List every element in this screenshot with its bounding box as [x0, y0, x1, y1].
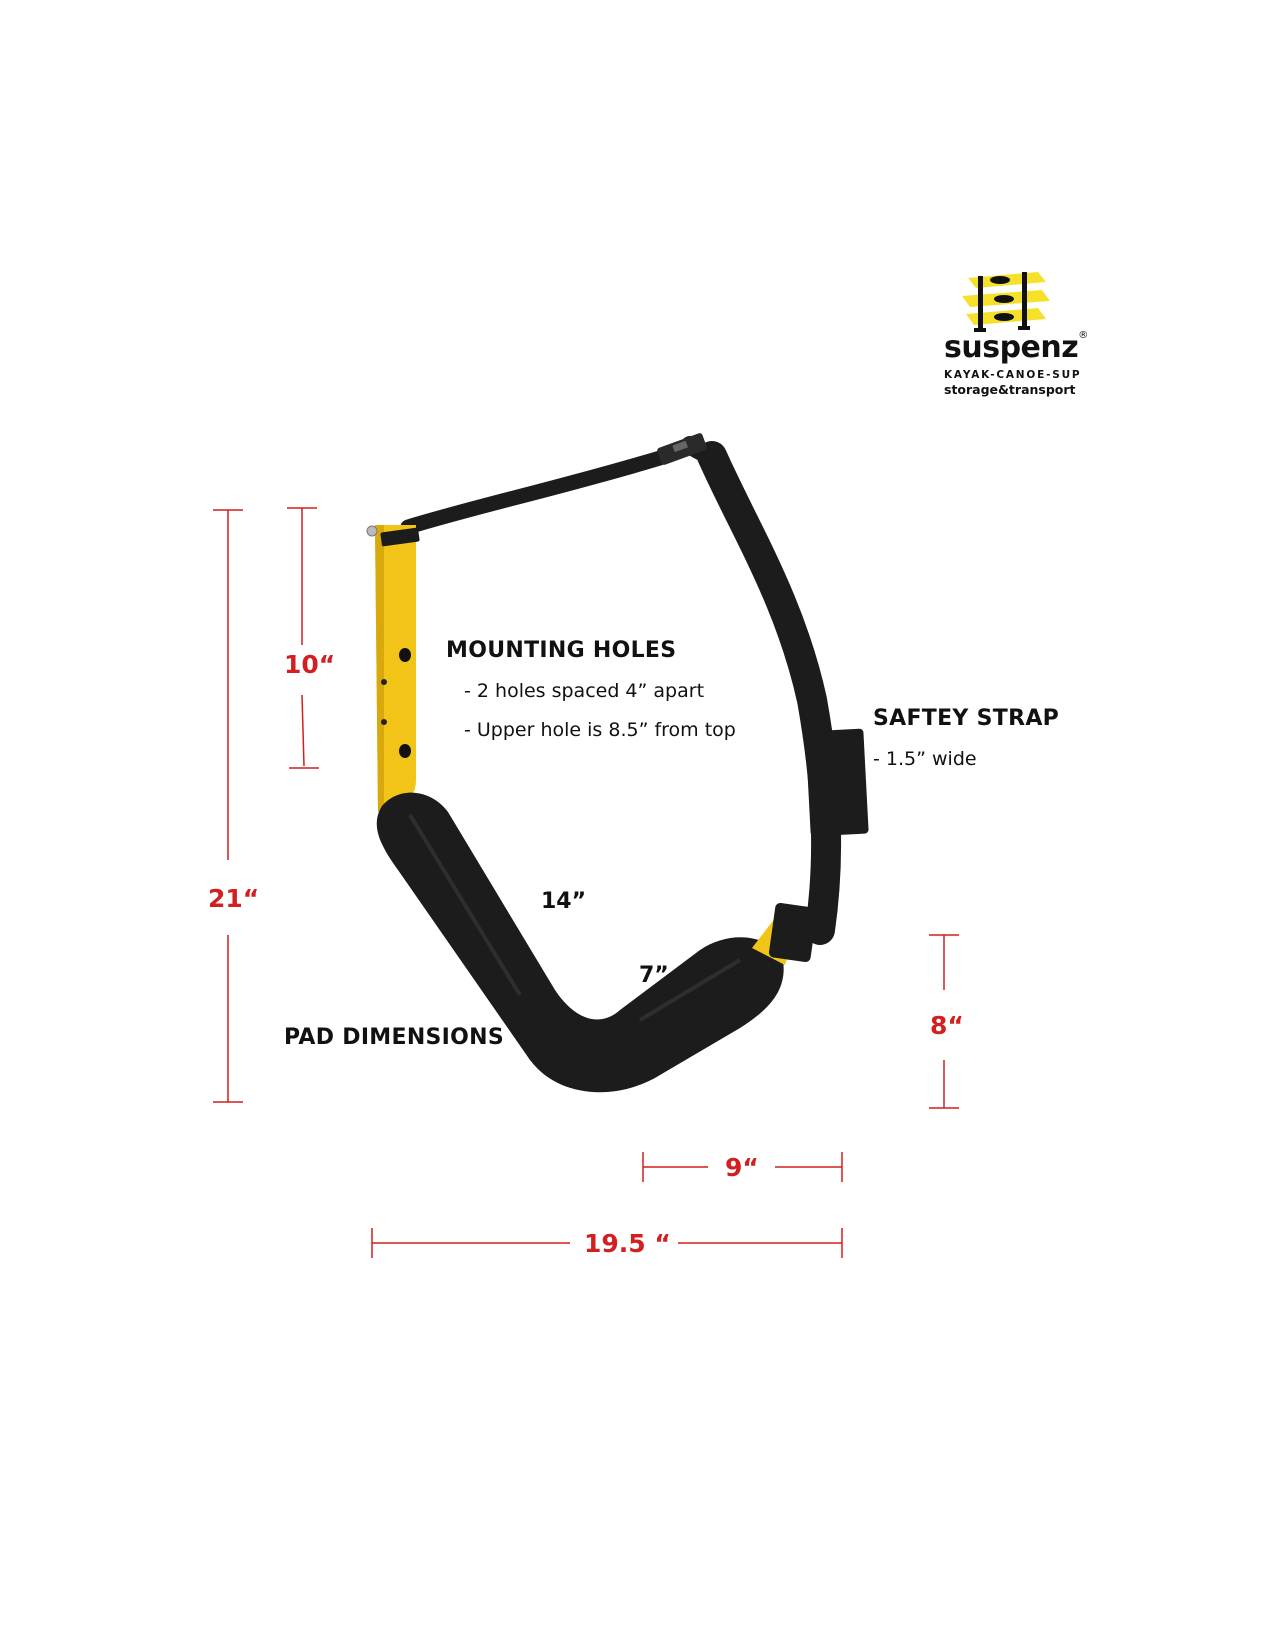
dimension-line-total-height: [213, 509, 243, 1103]
dimension-hook-width: 9“: [725, 1153, 759, 1182]
dimension-hook-height: 8“: [930, 1011, 964, 1040]
dimension-bracket-height: 10“: [284, 650, 336, 679]
mounting-holes-title: MOUNTING HOLES: [446, 638, 677, 663]
mounting-hole-lower: [399, 744, 411, 758]
logo-tagline-line1: KAYAK-CANOE-SUP: [944, 369, 1082, 381]
mounting-hole-upper: [399, 648, 411, 662]
pad-long-side-length: 14”: [541, 889, 587, 914]
wall-bracket: [366, 525, 420, 812]
mounting-holes-note-spacing: - 2 holes spaced 4” apart: [464, 680, 705, 702]
strap-buckle-top: [657, 433, 707, 465]
pad-dimensions-title: PAD DIMENSIONS: [284, 1025, 505, 1050]
dimension-line-hook-width: [642, 1152, 843, 1182]
safety-strap-title: SAFTEY STRAP: [873, 706, 1060, 731]
dimension-line-hook-height: [929, 934, 959, 1109]
dimension-line-bracket-height: [287, 507, 319, 769]
dimension-total-height: 21“: [208, 884, 260, 913]
logo-brand-name: suspenz: [944, 330, 1079, 365]
suspenz-logo: suspenz® KAYAK-CANOE-SUP storage&transpo…: [930, 268, 1090, 408]
logo-registered-mark: ®: [1078, 330, 1089, 341]
pad-short-side-length: 7”: [639, 963, 669, 988]
dimension-total-width: 19.5 “: [584, 1229, 671, 1258]
safety-strap-note-width: - 1.5” wide: [873, 748, 977, 770]
dimension-line-total-width: [371, 1228, 843, 1258]
kayak-rack-logo-icon: [962, 272, 1050, 332]
padded-arm: [376, 792, 817, 1093]
mounting-holes-note-position: - Upper hole is 8.5” from top: [464, 719, 736, 741]
logo-tagline-line2: storage&transport: [944, 382, 1076, 397]
